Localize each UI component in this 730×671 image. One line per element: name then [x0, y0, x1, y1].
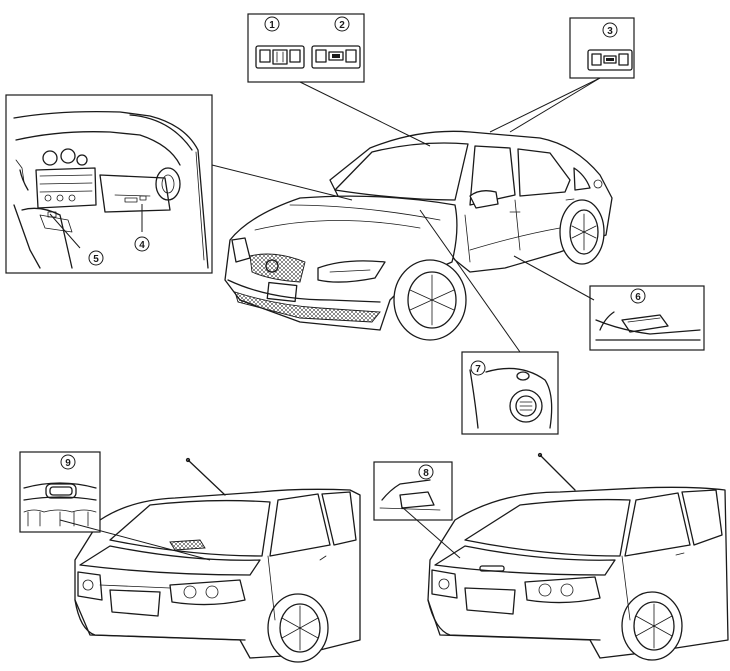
- callout-3: 3: [602, 22, 618, 38]
- svg-text:7: 7: [475, 364, 481, 375]
- svg-text:9: 9: [65, 458, 71, 469]
- callout-7: 7: [470, 360, 486, 376]
- detail-box-dashboard: [5, 94, 213, 274]
- callout-5: 5: [88, 250, 104, 266]
- svg-text:2: 2: [339, 20, 345, 31]
- svg-text:6: 6: [635, 292, 641, 303]
- detail-box-trunk-light: [373, 461, 453, 521]
- svg-text:1: 1: [269, 20, 275, 31]
- rear-car-left-illustration: [74, 457, 361, 663]
- detail-box-luggage-compartment-light: [19, 451, 101, 533]
- callout-9: 9: [60, 454, 76, 470]
- svg-text:5: 5: [93, 254, 99, 265]
- callout-1: 1: [264, 16, 280, 32]
- callout-4: 4: [134, 236, 150, 252]
- leader-lines: [49, 77, 601, 561]
- rear-car-right-illustration: [427, 452, 729, 661]
- callout-2: 2: [334, 16, 350, 32]
- svg-text:8: 8: [423, 468, 429, 479]
- front-car-illustration: [224, 130, 613, 341]
- callout-8: 8: [418, 464, 434, 480]
- map-light-switch-illustration-1: [255, 45, 305, 69]
- svg-text:3: 3: [607, 26, 613, 37]
- svg-text:4: 4: [139, 240, 145, 251]
- detail-box-rear-map-light: [569, 17, 635, 79]
- map-light-switch-illustration-2: [311, 45, 361, 69]
- callout-6: 6: [630, 288, 646, 304]
- detail-box-courtesy-light: [589, 285, 705, 351]
